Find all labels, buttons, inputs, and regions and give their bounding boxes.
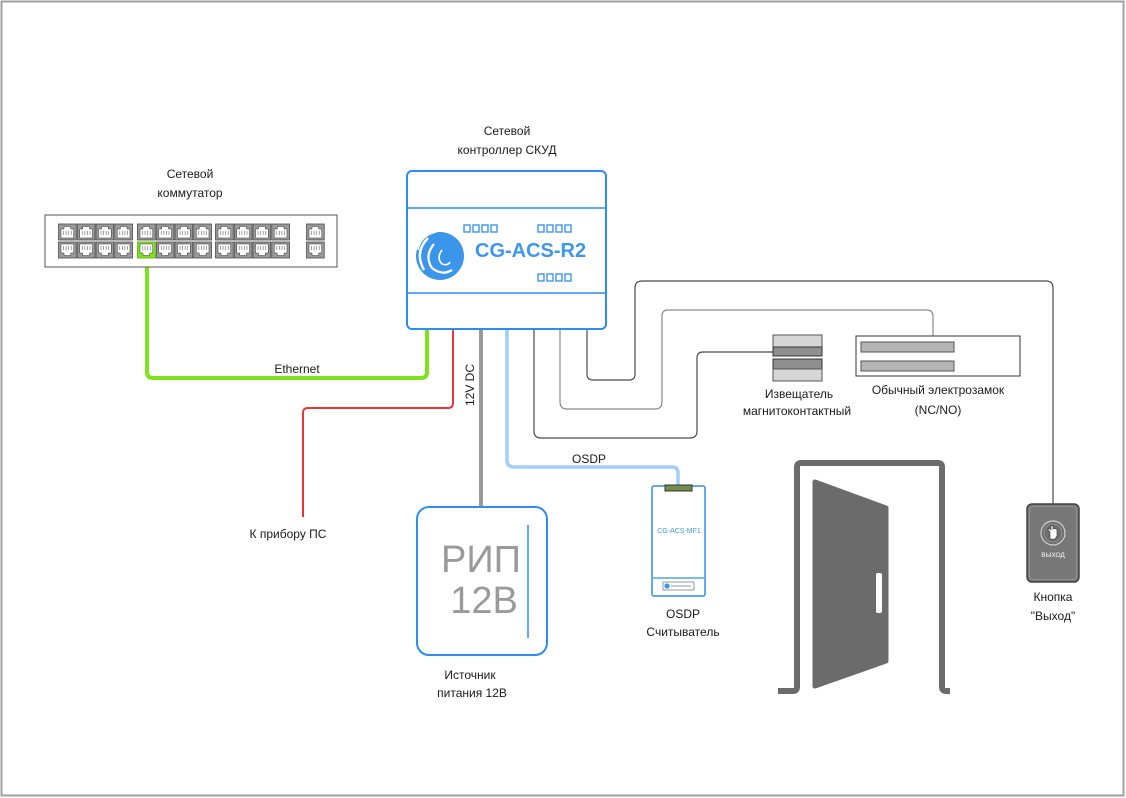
switch-port [155,241,175,259]
power-supply-body [416,506,548,656]
controller-body [406,170,607,330]
switch-port [155,223,175,241]
controller-label-line1: Сетевой [484,124,531,138]
lock-label-line2: (NC/NO) [915,403,962,417]
door-leaf [812,479,889,689]
switch-port [233,223,253,241]
switch-ports [58,223,325,259]
switch-port [137,223,156,241]
reader-connector [664,484,693,492]
switch-port [114,223,133,241]
lock-wire [559,309,934,410]
detector-label-line2: магнитоконтактный [743,404,851,418]
switch-label-line1: Сетевой [167,167,214,181]
exit-button-inner-border [1029,506,1077,580]
lock-bar [860,341,955,353]
switch-port [174,241,194,259]
lock-bar [860,360,955,372]
reader-label-line1: OSDP [666,607,700,621]
switch-port [76,241,96,259]
switch-port [252,223,272,241]
network-switch: Сетевой коммутатор [44,167,338,268]
osdp-reader: CG-ACS-MF1 OSDP Считыватель [646,484,720,639]
switch-port [76,223,96,241]
power-supply-face-line1: РИП [441,539,521,581]
switch-port [95,241,115,259]
switch-port [193,223,212,241]
reader-badge-logo-icon [664,583,670,589]
switch-label-line2: коммутатор [157,186,223,200]
osdp-label: OSDP [572,452,606,466]
controller-model: CG-ACS-R2 [475,240,586,262]
magnetic-contact-detector: Извещатель магнитоконтактный [743,334,851,418]
switch-port [306,241,325,259]
switch-port [271,223,290,241]
detector-wire [533,330,773,439]
switch-port [271,241,290,259]
switch-port [95,223,115,241]
fire-alarm-wire [302,330,454,517]
fire-alarm-label: К прибору ПС [250,527,327,541]
switch-port [58,223,77,241]
hand-icon [1047,525,1058,540]
switch-port-active [137,241,156,259]
power-label: 12V DC [463,364,477,406]
power-supply: РИП 12В Источник питания 12В [416,506,548,700]
exit-button-face-text: ВЫХОД [1041,552,1065,559]
power-supply-label-line2: питания 12В [437,686,507,700]
door-handle [876,573,882,613]
controller-label-line2: контроллер СКУД [458,143,557,157]
reader-label-line2: Считыватель [646,625,719,639]
switch-port [306,223,325,241]
power-supply-label-line1: Источник [444,668,496,682]
door-frame [778,460,950,694]
electric-lock: Обычный электрозамок (NC/NO) [855,335,1021,417]
switch-port [193,241,212,259]
exit-button-label-line1: Кнопка [1034,590,1073,604]
reader-model: CG-ACS-MF1 [657,528,701,535]
indicator-leds [463,224,572,282]
power-supply-face-line2: 12В [450,580,518,622]
switch-port [174,223,194,241]
access-controller: Сетевой контроллер СКУД CG-ACS-R2 [406,124,607,330]
switch-port [233,241,253,259]
door-icon [778,460,950,694]
exit-button-label-line2: "Выход" [1031,609,1075,623]
wires: Ethernet К прибору ПС 12V DC OSDP [145,258,1054,541]
company-logo-icon [416,231,464,280]
exit-button: ВЫХОД Кнопка "Выход" [1026,503,1080,623]
exit-button-wire [586,280,1054,504]
lock-label-line1: Обычный электрозамок [872,383,1005,397]
switch-port [215,241,234,259]
switch-port [215,223,234,241]
switch-port [252,241,272,259]
ethernet-label: Ethernet [274,362,320,376]
ethernet-wire [145,258,429,380]
switch-body [44,214,338,268]
reader-body [651,485,706,597]
switch-port [114,241,133,259]
osdp-wire [505,330,680,487]
exit-button-inner-ring [1043,523,1063,543]
detector-label-line1: Извещатель [765,387,833,401]
switch-port [58,241,77,259]
